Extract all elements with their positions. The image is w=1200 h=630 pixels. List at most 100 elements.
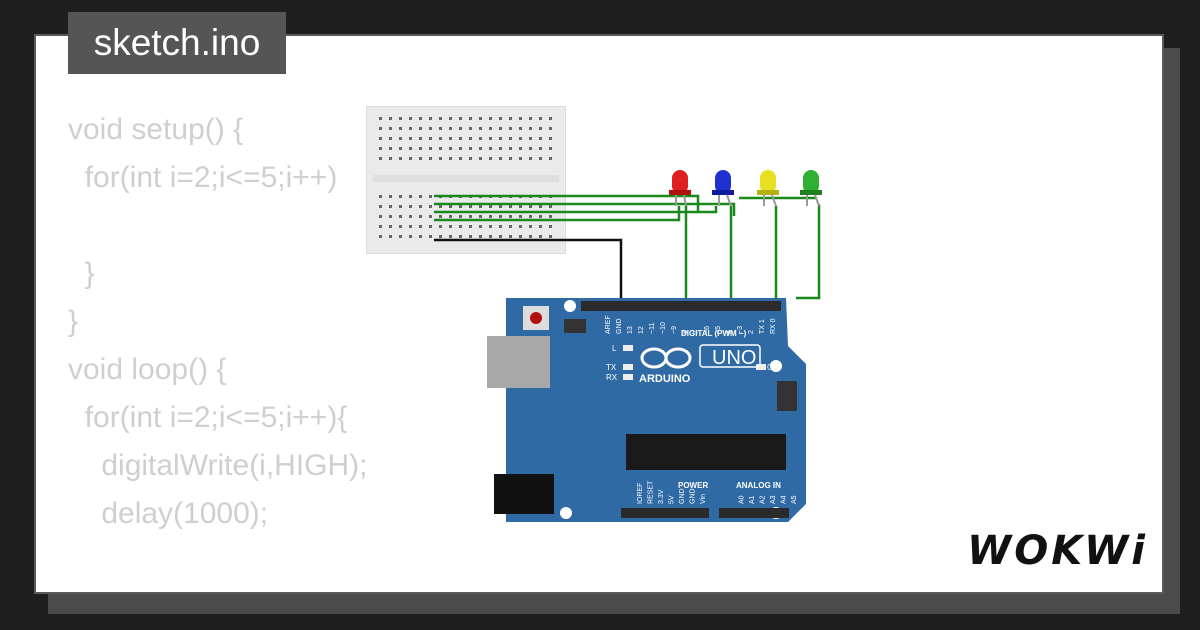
atmega-chip [626,434,786,470]
breadboard-hole [499,117,502,120]
pin-label: 12 [638,326,645,334]
breadboard-hole [539,235,542,238]
code-line: for(int i=2;i<=5;i++) [68,161,338,194]
breadboard-hole [459,205,462,208]
breadboard-hole [459,157,462,160]
arduino-uno-board[interactable] [487,298,806,522]
circuit-scene: UNO ARDUINO DIGITAL (PWM ~) ON L TX RX P… [434,170,822,522]
analog-label: ANALOG IN [736,481,781,490]
breadboard-hole [509,117,512,120]
breadboard-hole [519,137,522,140]
led-green[interactable] [800,170,822,207]
breadboard-hole [449,157,452,160]
breadboard-hole [409,137,412,140]
breadboard-hole [419,235,422,238]
breadboard-hole [409,117,412,120]
breadboard-hole [479,117,482,120]
pin-label: 3.3V [658,489,665,504]
pin-label: 7 [693,330,700,334]
breadboard-hole [449,235,452,238]
breadboard-hole [539,127,542,130]
ground-wire[interactable] [434,238,623,304]
breadboard-hole [389,235,392,238]
power-header[interactable] [621,508,709,518]
breadboard-hole [429,157,432,160]
pin-label: ~3 [737,326,744,334]
breadboard-hole [439,235,442,238]
breadboard-hole [449,147,452,150]
breadboard-hole [489,235,492,238]
code-editor: void setup() { for(int i=2;i<=5;i++) }}v… [68,106,368,586]
pin-label: TX 1 [759,319,766,334]
breadboard-hole [469,147,472,150]
led-blue[interactable] [712,170,734,207]
pin-label: RESET [648,480,655,504]
breadboard-hole [539,157,542,160]
breadboard-hole [449,225,452,228]
breadboard-hole [429,225,432,228]
analog-header[interactable] [719,508,789,518]
code-line: void setup() { [68,113,244,146]
breadboard-hole [529,205,532,208]
breadboard-hole [389,215,392,218]
breadboard-hole [519,215,522,218]
breadboard-hole [549,147,552,150]
digital-header-label: DIGITAL (PWM ~) [681,329,747,338]
breadboard-hole [409,235,412,238]
breadboard-hole [419,195,422,198]
breadboard-hole [389,157,392,160]
breadboard-hole [379,127,382,130]
breadboard-hole [519,147,522,150]
breadboard-hole [379,225,382,228]
breadboard-hole [519,205,522,208]
breadboard-hole [379,205,382,208]
breadboard-hole [509,205,512,208]
breadboard-hole [409,127,412,130]
breadboard[interactable] [366,106,566,254]
breadboard-hole [479,205,482,208]
breadboard-hole [469,157,472,160]
code-line: void loop() { [68,353,227,386]
breadboard-hole [499,215,502,218]
breadboard-hole [539,225,542,228]
breadboard-hole [549,205,552,208]
breadboard-hole [379,195,382,198]
breadboard-hole [419,117,422,120]
breadboard-hole [499,157,502,160]
led-red[interactable] [669,170,691,207]
breadboard-hole [379,117,382,120]
pin-label: A5 [791,495,798,504]
breadboard-hole [469,127,472,130]
breadboard-hole [549,215,552,218]
breadboard-hole [509,147,512,150]
tx-label: TX [606,363,617,372]
breadboard-hole [479,157,482,160]
digital-header[interactable] [581,301,781,311]
breadboard-hole [429,117,432,120]
breadboard-hole [429,195,432,198]
breadboard-hole [439,137,442,140]
pin-label: ~10 [660,322,667,334]
breadboard-hole [469,137,472,140]
breadboard-hole [439,205,442,208]
breadboard-hole [499,127,502,130]
breadboard-hole [449,117,452,120]
file-tab[interactable]: sketch.ino [68,12,286,74]
breadboard-hole [389,195,392,198]
breadboard-hole [419,205,422,208]
led-wires[interactable] [434,194,821,300]
breadboard-hole [399,147,402,150]
led-yellow[interactable] [757,170,779,207]
breadboard-hole [529,147,532,150]
pin-label: 4 [726,330,733,334]
breadboard-hole [439,117,442,120]
breadboard-hole [519,117,522,120]
breadboard-hole [459,235,462,238]
pin-label: RX 0 [770,318,777,334]
breadboard-hole [489,117,492,120]
breadboard-hole [399,205,402,208]
breadboard-hole [549,235,552,238]
pin-label: A1 [749,495,756,504]
breadboard-hole [479,235,482,238]
breadboard-hole [409,225,412,228]
